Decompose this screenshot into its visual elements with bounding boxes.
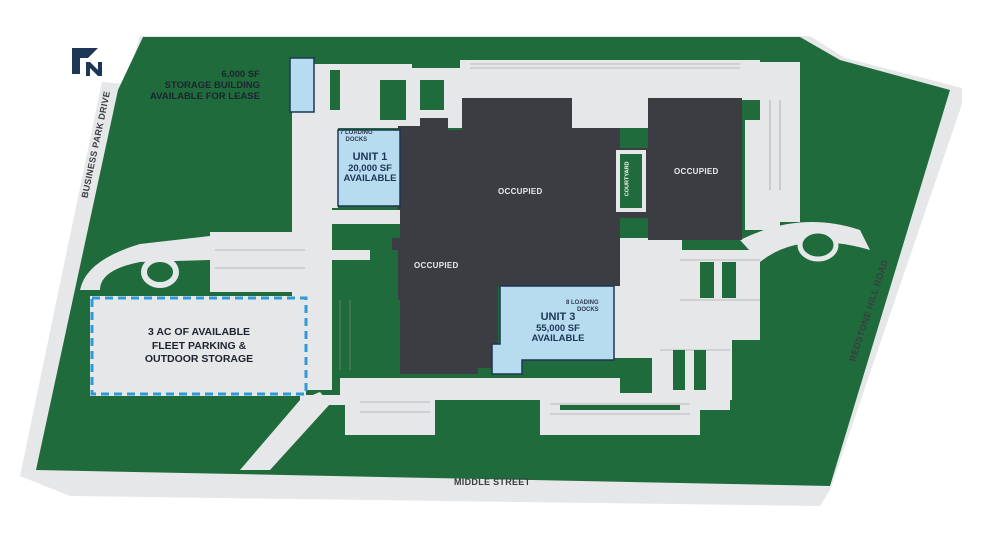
- brand-logo-icon: [72, 48, 102, 76]
- courtyard-green: [620, 154, 642, 208]
- occupied-building-main: [392, 98, 648, 374]
- middle-street-label: MIDDLE STREET: [454, 477, 531, 487]
- fleet-parking-label: 3 AC OF AVAILABLE FLEET PARKING & OUTDOO…: [144, 326, 254, 366]
- occupied-label-east: OCCUPIED: [674, 167, 719, 176]
- occupied-label-main: OCCUPIED: [498, 187, 543, 196]
- occupied-label-west: OCCUPIED: [414, 261, 459, 270]
- unit-3-area: [491, 285, 615, 375]
- storage-building: [289, 57, 315, 113]
- unit-3-docks-label: 8 LOADING DOCKS: [566, 300, 599, 313]
- unit-1-area: [337, 129, 401, 207]
- roundabout-island: [141, 256, 179, 288]
- parking-stripes: [215, 63, 781, 415]
- fleet-parking-area: [90, 296, 308, 396]
- unit-1-label: UNIT 1 20,000 SF AVAILABLE: [343, 151, 397, 184]
- unit-1-docks-label: 7 LOADING DOCKS: [340, 130, 373, 143]
- occupied-building-east: [648, 98, 742, 240]
- unit-3-label: UNIT 3 55,000 SF AVAILABLE: [531, 311, 585, 344]
- storage-building-label: 6,000 SF STORAGE BUILDING AVAILABLE FOR …: [150, 69, 260, 102]
- courtyard-label: COURTYARD: [624, 161, 631, 197]
- parking-islands: [330, 70, 736, 410]
- roundabout-east: [797, 228, 839, 262]
